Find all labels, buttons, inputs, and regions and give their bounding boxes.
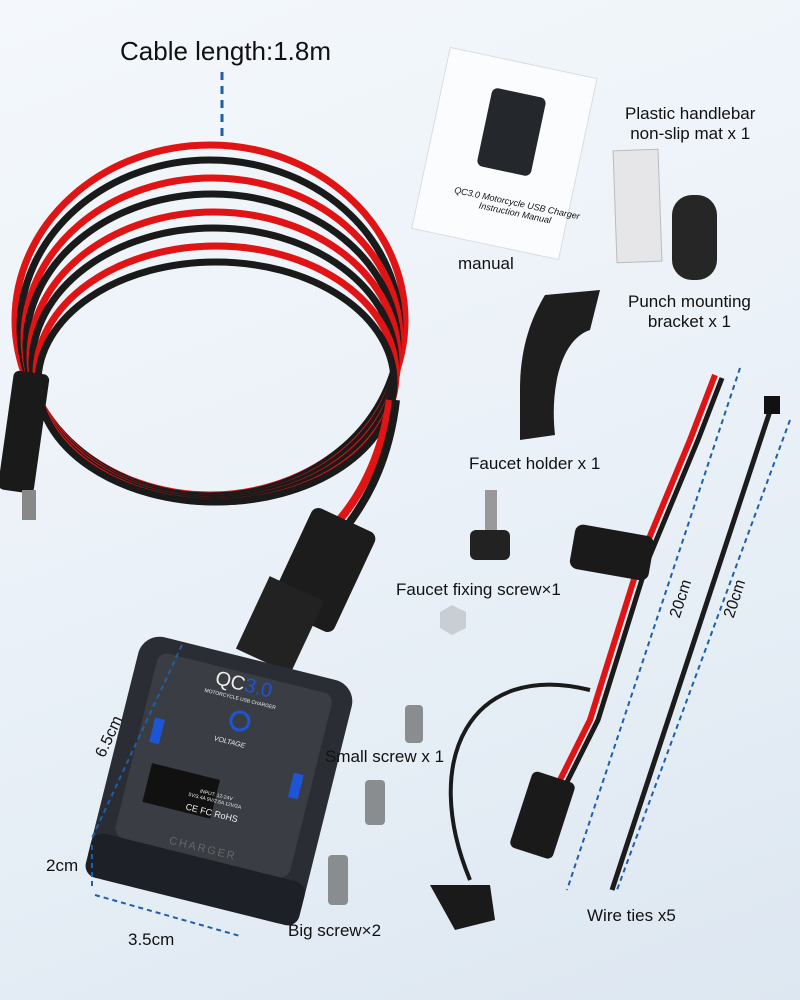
small-screw-label: Small screw x 1 [325, 747, 445, 766]
faucet-screw [485, 490, 497, 530]
sae-plug-right [510, 771, 575, 859]
big-screw-img-2 [328, 855, 348, 905]
bracket-label-line1: Punch mounting [628, 292, 751, 311]
cable-coil [11, 141, 409, 506]
non-slip-mat [612, 148, 663, 264]
wire-ties-label: Wire ties x5 [587, 906, 676, 925]
mat-label: Plastic handlebar non-slip mat x 1 [625, 104, 755, 144]
bracket-label-line2: bracket x 1 [647, 312, 732, 331]
charger-unit [85, 636, 353, 926]
charger-voltage: VOLTAGE [212, 735, 246, 750]
big-screw-img-1 [365, 780, 385, 825]
small-screw-img [405, 705, 423, 743]
tie-length-line [616, 419, 791, 891]
fuse-holder [569, 524, 654, 581]
instruction-manual [411, 46, 598, 261]
mounting-bracket [672, 195, 717, 280]
wire-tie [609, 404, 775, 891]
sae-plug-left [0, 370, 50, 494]
big-screw-label: Big screw×2 [288, 921, 382, 940]
cable-length-label: Cable length:1.8m [120, 36, 332, 66]
dim-width-label: 3.5cm [128, 930, 175, 949]
manual-label: manual [458, 254, 514, 273]
bracket-label: Punch mounting bracket x 1 [628, 292, 751, 332]
dim-depth-label: 2cm [46, 856, 79, 875]
mat-label-line1: Plastic handlebar [625, 104, 756, 123]
mat-label-line2: non-slip mat x 1 [630, 124, 751, 143]
sae-cap [430, 885, 495, 930]
faucet-holder [520, 290, 600, 440]
dim-width-line [94, 894, 241, 937]
faucet-screw-label: Faucet fixing screw×1 [396, 580, 561, 599]
hex-nut [440, 605, 466, 635]
fuse-length-line [566, 367, 741, 891]
faucet-holder-label: Faucet holder x 1 [469, 454, 601, 473]
